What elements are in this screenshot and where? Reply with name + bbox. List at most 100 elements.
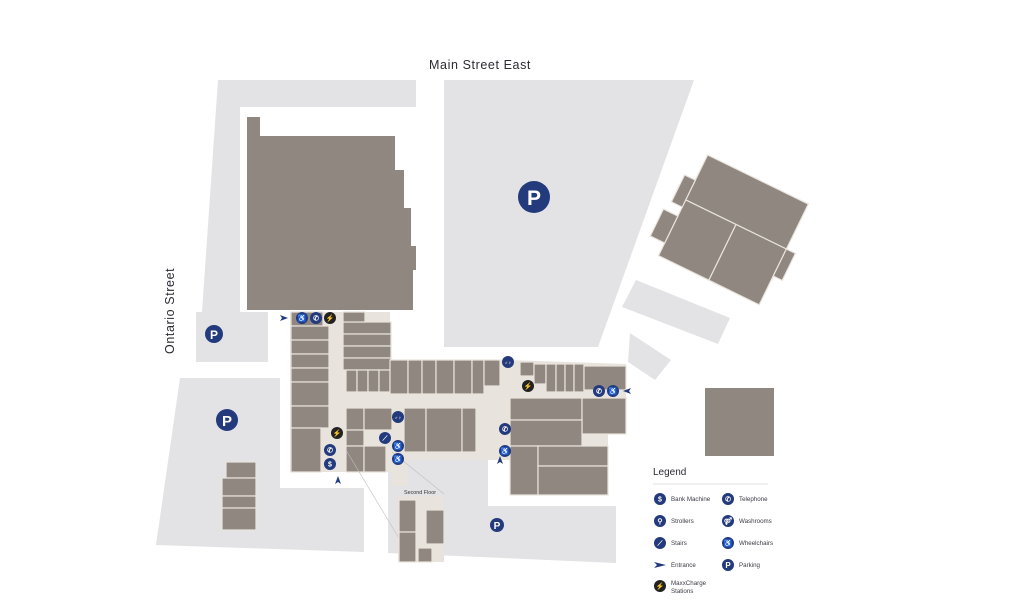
svg-text:⚡: ⚡ (333, 429, 342, 438)
maxxcharge-icon: ⚡ (331, 427, 343, 439)
store (342, 357, 392, 371)
maxxcharge-icon: ⚡ (522, 380, 534, 392)
store (389, 359, 409, 395)
entrance-icon (280, 315, 288, 321)
stores-east-wing (509, 361, 627, 496)
svg-text:Telephone: Telephone (739, 496, 768, 503)
legend: Legend $ Bank Machine ✆ Telephone ⚲ Stro… (653, 467, 773, 595)
store (290, 339, 330, 355)
store (649, 208, 679, 244)
svg-text:♿: ♿ (724, 539, 733, 548)
store (573, 363, 585, 393)
store (378, 369, 391, 393)
legend-item-maxxcharge: ⚡ MaxxCharge Stations (654, 580, 707, 595)
store (398, 531, 417, 563)
svg-text:♿: ♿ (394, 455, 403, 464)
store (342, 321, 392, 335)
store (537, 465, 609, 496)
telephone-icon: ✆ (593, 385, 605, 397)
street-ontario-street: Ontario Street (163, 268, 177, 354)
washrooms-icon: ♂♀ (392, 411, 404, 423)
store (221, 495, 257, 509)
svg-text:Stations: Stations (671, 588, 693, 595)
telephone-icon: ✆ (499, 423, 511, 435)
store (509, 419, 583, 447)
svg-text:⟋: ⟋ (382, 435, 389, 443)
legend-item-entrance: Entrance (654, 562, 696, 569)
svg-text:✆: ✆ (725, 496, 731, 504)
svg-text:✆: ✆ (502, 426, 508, 434)
store (435, 359, 455, 395)
store (290, 367, 330, 383)
store (290, 427, 322, 473)
svg-text:Bank Machine: Bank Machine (671, 496, 711, 503)
svg-text:♿: ♿ (394, 442, 403, 451)
svg-text:P: P (222, 413, 232, 430)
parking-marker-south: P (490, 518, 504, 532)
svg-text:Strollers: Strollers (671, 518, 694, 525)
store (290, 405, 330, 429)
washrooms-icon: ♂♀ (502, 356, 514, 368)
legend-item-bank-machine: $ Bank Machine (654, 493, 711, 505)
wheelchair-icon: ♿ (499, 445, 511, 457)
store (425, 509, 445, 545)
legend-item-parking: P Parking (722, 559, 761, 571)
store (564, 363, 575, 393)
store (225, 461, 257, 479)
stroller-icon: ♿ (392, 440, 404, 452)
store (221, 477, 257, 497)
store (509, 445, 539, 496)
svg-text:⚡: ⚡ (326, 314, 335, 323)
stores-central (389, 359, 501, 453)
svg-text:Wheelchairs: Wheelchairs (739, 540, 773, 547)
store (290, 353, 330, 369)
store (342, 345, 392, 359)
store (345, 445, 365, 473)
inset-leader-line (345, 449, 401, 541)
wheelchair-icon: ♿ (392, 453, 404, 465)
parking-lots (156, 80, 730, 563)
store (453, 359, 473, 395)
store (342, 333, 392, 347)
store (342, 311, 366, 323)
lot-north (444, 80, 694, 347)
svg-text:Entrance: Entrance (671, 562, 696, 569)
store (461, 407, 477, 453)
lot-east-strip (622, 280, 730, 344)
store (345, 407, 365, 431)
store (367, 369, 380, 393)
svg-text:⟋: ⟋ (657, 540, 664, 548)
stairs-icon: ⟋ (379, 432, 391, 444)
building-southwest (221, 461, 257, 531)
store (519, 361, 535, 377)
telephone-icon: ✆ (324, 444, 336, 456)
store (708, 223, 788, 306)
store (363, 407, 393, 431)
svg-text:⚤: ⚤ (724, 517, 732, 526)
bank-machine-icon: $ (324, 458, 336, 470)
store (483, 359, 501, 387)
store (533, 363, 547, 385)
svg-text:$: $ (328, 462, 332, 469)
svg-text:MaxxCharge: MaxxCharge (671, 580, 707, 587)
parking-marker-southwest: P (216, 409, 238, 431)
store (345, 369, 358, 393)
telephone-icon: ✆ (310, 312, 322, 324)
svg-text:Washrooms: Washrooms (739, 518, 772, 525)
store (403, 407, 427, 453)
legend-item-wheelchairs: ♿ Wheelchairs (722, 537, 773, 549)
svg-text:♂♀: ♂♀ (394, 416, 402, 422)
svg-text:✆: ✆ (313, 315, 319, 323)
lot-south (388, 460, 616, 563)
building-east-rotated (649, 154, 810, 306)
store (425, 407, 463, 453)
entrance-icon (335, 476, 341, 484)
store (555, 363, 566, 393)
legend-item-strollers: ⚲ Strollers (654, 515, 694, 527)
second-floor-label: Second Floor (404, 490, 436, 496)
lot-east-triangle (628, 333, 671, 380)
entrance-icon (654, 562, 666, 568)
lot-southwest (156, 378, 364, 552)
store (363, 445, 387, 473)
